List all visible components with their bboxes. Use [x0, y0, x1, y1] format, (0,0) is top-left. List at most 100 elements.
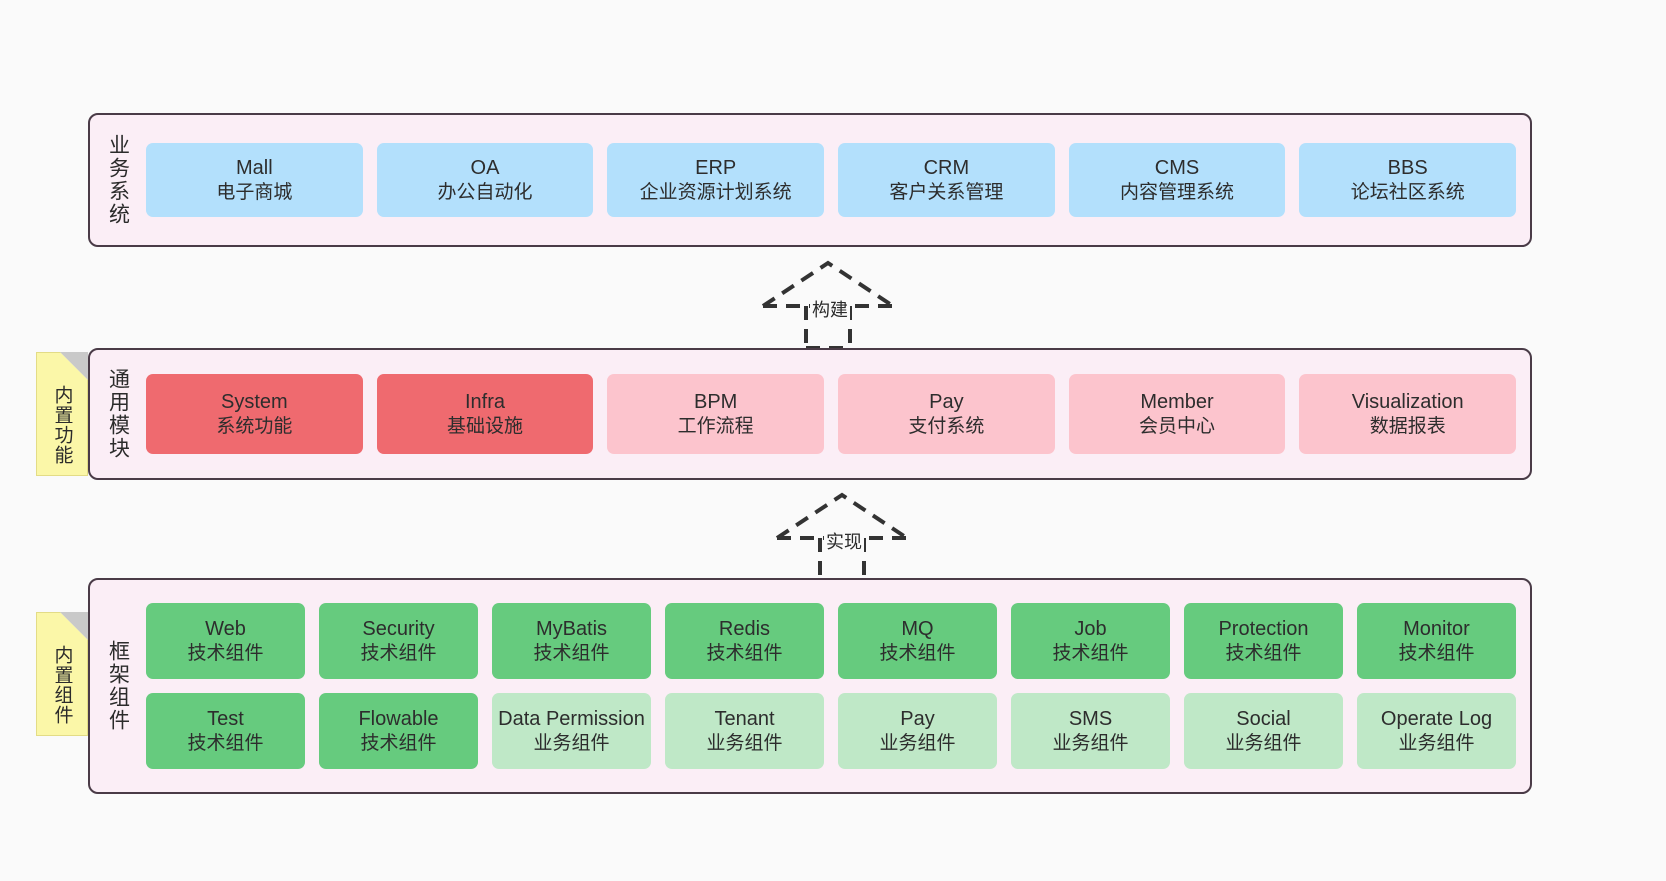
module-name: Flowable — [358, 708, 439, 731]
module-desc: 技术组件 — [706, 642, 783, 664]
layer-title-business-systems: 业务系统 — [106, 134, 130, 226]
layer-title-framework-components: 框架组件 — [106, 640, 130, 732]
module-desc: 技术组件 — [187, 732, 264, 754]
module-desc: 电子商城 — [216, 181, 293, 203]
module-desc: 技术组件 — [1052, 642, 1129, 664]
module-name: CMS — [1154, 157, 1200, 180]
module-desc: 内容管理系统 — [1120, 181, 1235, 203]
module-desc: 技术组件 — [1398, 642, 1475, 664]
module-desc: 业务组件 — [533, 732, 610, 754]
module-name: MyBatis — [535, 618, 608, 641]
module-name: System — [220, 391, 288, 414]
module-name: Operate Log — [1380, 708, 1493, 731]
connector-label-implement: 实现 — [824, 528, 864, 554]
module-name: SMS — [1068, 708, 1113, 731]
module-name: Pay — [900, 708, 935, 731]
connector-implement: 实现 — [772, 490, 912, 582]
module-desc: 系统功能 — [216, 415, 293, 437]
module-desc: 业务组件 — [1225, 732, 1302, 754]
module-desc: 技术组件 — [360, 642, 437, 664]
arrowhead-triangle-build — [761, 260, 895, 308]
module-desc: 技术组件 — [533, 642, 610, 664]
module-name: Protection — [1218, 618, 1309, 641]
module-name: Tenant — [714, 708, 775, 731]
module-name: OA — [470, 157, 500, 180]
module-name: Social — [1236, 708, 1291, 731]
module-desc: 会员中心 — [1139, 415, 1216, 437]
arrowhead-triangle-implement — [775, 492, 909, 540]
module-desc: 支付系统 — [908, 415, 985, 437]
module-name: CRM — [923, 157, 970, 180]
module-name: Member — [1140, 391, 1214, 414]
module-name: BBS — [1387, 157, 1428, 180]
module-desc: 工作流程 — [677, 415, 754, 437]
module-name: Redis — [718, 618, 771, 641]
module-name: BPM — [694, 391, 738, 414]
module-name: MQ — [901, 618, 934, 641]
module-name: Visualization — [1351, 391, 1464, 414]
module-name: Pay — [929, 391, 964, 414]
sticky-note-builtin-components: 内置组件 — [36, 612, 88, 736]
module-name: Monitor — [1403, 618, 1470, 641]
module-desc: 办公自动化 — [437, 181, 533, 203]
module-name: Security — [362, 618, 435, 641]
module-name: Mall — [236, 157, 273, 180]
connector-label-build: 构建 — [810, 296, 850, 322]
module-name: Web — [205, 618, 246, 641]
module-desc: 技术组件 — [1225, 642, 1302, 664]
module-name: Infra — [464, 391, 506, 414]
module-desc: 数据报表 — [1369, 415, 1446, 437]
module-desc: 基础设施 — [447, 415, 524, 437]
connector-build: 构建 — [758, 258, 898, 350]
layer-title-common-modules: 通用模块 — [106, 368, 130, 460]
module-desc: 业务组件 — [1052, 732, 1129, 754]
module-desc: 技术组件 — [187, 642, 264, 664]
module-desc: 业务组件 — [1398, 732, 1475, 754]
module-name: Data Permission — [498, 708, 645, 731]
module-desc: 技术组件 — [879, 642, 956, 664]
module-desc: 企业资源计划系统 — [639, 181, 792, 203]
module-desc: 客户关系管理 — [889, 181, 1004, 203]
module-desc: 业务组件 — [879, 732, 956, 754]
sticky-note-builtin-features: 内置功能 — [36, 352, 88, 476]
